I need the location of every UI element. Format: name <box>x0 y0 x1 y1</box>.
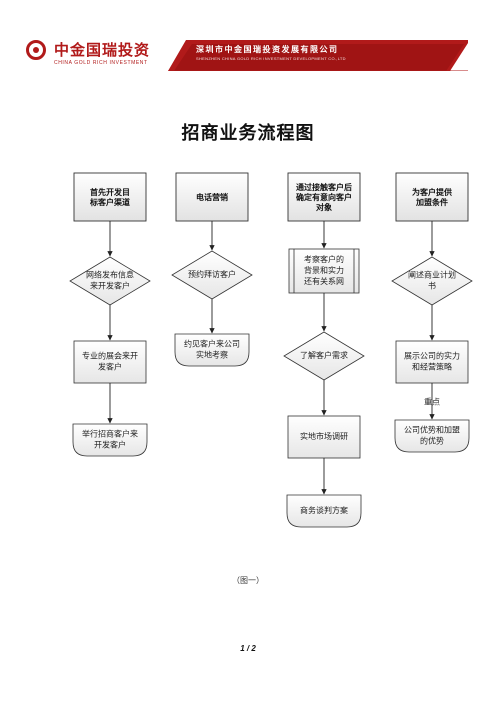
flow-node-text-line: 实地市场调研 <box>300 431 348 441</box>
flow-node-terminal-shape <box>394 419 470 453</box>
flow-node-text-line: 专业的展会来开 <box>82 351 138 361</box>
flow-node-text-line: 展示公司的实力 <box>404 351 460 361</box>
flow-node-text-line: 阐述商业计划 <box>408 270 456 280</box>
flow-node-process-shape <box>288 248 360 294</box>
company-logo-icon <box>26 40 46 60</box>
flow-node-text: 商务谈判方案 <box>300 505 348 515</box>
flow-node-rect: 实地市场调研 <box>287 415 361 459</box>
flow-node-text-line: 商务谈判方案 <box>300 505 348 515</box>
column-header-text-line: 电话营销 <box>196 192 228 202</box>
flow-node-text-line: 考察客户的 <box>304 254 344 264</box>
column-header-box <box>287 172 361 222</box>
flow-node-diamond: 预约拜访客户 <box>171 250 253 300</box>
flow-node-text: 了解客户需求 <box>300 350 348 360</box>
page-indicator: 1 / 2 <box>240 644 256 653</box>
flow-node-terminal-shape <box>286 494 362 528</box>
figure-caption: （图一） <box>232 576 264 585</box>
column-header-text-line: 标客户渠道 <box>89 197 130 207</box>
column-header-text-line: 首先开发目 <box>90 187 130 197</box>
brand-name-en: CHINA GOLD RICH INVESTMENT <box>54 60 148 66</box>
column-header-text-line: 为客户提供 <box>412 187 452 197</box>
flow-node-rect-shape <box>287 415 361 459</box>
column-header-text: 电话营销 <box>196 192 228 202</box>
column-header-text-line: 对象 <box>316 202 332 212</box>
flow-node-text-line: 和经营策略 <box>412 362 452 372</box>
flow-node-terminal-shape <box>174 333 250 367</box>
flow-node-text-line: 了解客户需求 <box>300 350 348 360</box>
flow-node-text-line: 举行招商客户来 <box>82 429 138 439</box>
column-header-text-line: 通过接触客户后 <box>296 182 352 192</box>
column-header-box <box>395 172 469 222</box>
flow-node-text-line: 开发客户 <box>94 440 126 450</box>
flow-column-3: 通过接触客户后确定有意向客户对象考察客户的背景和实力还有关系网了解客户需求实地市… <box>283 172 365 528</box>
flow-node-text-line: 还有关系网 <box>304 276 344 286</box>
flow-node-terminal-shape <box>72 423 148 457</box>
column-header-box <box>175 172 249 222</box>
flow-node-terminal: 商务谈判方案 <box>286 494 362 528</box>
letterhead-ribbon <box>168 40 468 71</box>
flow-node-rect-shape <box>395 340 469 384</box>
flow-node-text-line: 书 <box>428 281 436 291</box>
flow-node-text-line: 预约拜访客户 <box>188 269 236 279</box>
flow-node-text: 实地市场调研 <box>300 431 348 441</box>
flow-node-text-line: 来开发客户 <box>90 281 130 291</box>
letterhead: 中金国瑞投资 CHINA GOLD RICH INVESTMENT 深圳市中金国… <box>0 0 496 80</box>
flow-node-text-line: 背景和实力 <box>304 265 344 275</box>
page-title: 招商业务流程图 <box>181 123 315 144</box>
column-header-box <box>73 172 147 222</box>
brand-name-cn: 中金国瑞投资 <box>54 41 151 59</box>
flow-node-text-line: 实地考察 <box>196 350 228 360</box>
flow-node-text-line: 的优势 <box>420 436 444 446</box>
column-header-text-line: 确定有意向客户 <box>296 192 352 202</box>
flow-node-text-line: 网络发布信息 <box>86 270 134 280</box>
company-name-en: SHENZHEN CHINA GOLD RICH INVESTMENT DEVE… <box>196 56 346 61</box>
flow-node-diamond: 了解客户需求 <box>283 331 365 381</box>
column-header-text-line: 加盟条件 <box>415 197 448 207</box>
flow-node-text-line: 公司优势和加盟 <box>404 425 460 435</box>
company-name-cn: 深圳市中金国瑞投资发展有限公司 <box>196 45 339 54</box>
flow-node-text: 预约拜访客户 <box>188 269 236 279</box>
flow-node-text-line: 约见客户来公司 <box>184 339 240 349</box>
flow-node-text-line: 发客户 <box>98 362 122 372</box>
flow-column-1: 首先开发目标客户渠道网络发布信息来开发客户专业的展会来开发客户举行招商客户来开发… <box>69 172 151 457</box>
column-header: 电话营销 <box>175 172 249 222</box>
